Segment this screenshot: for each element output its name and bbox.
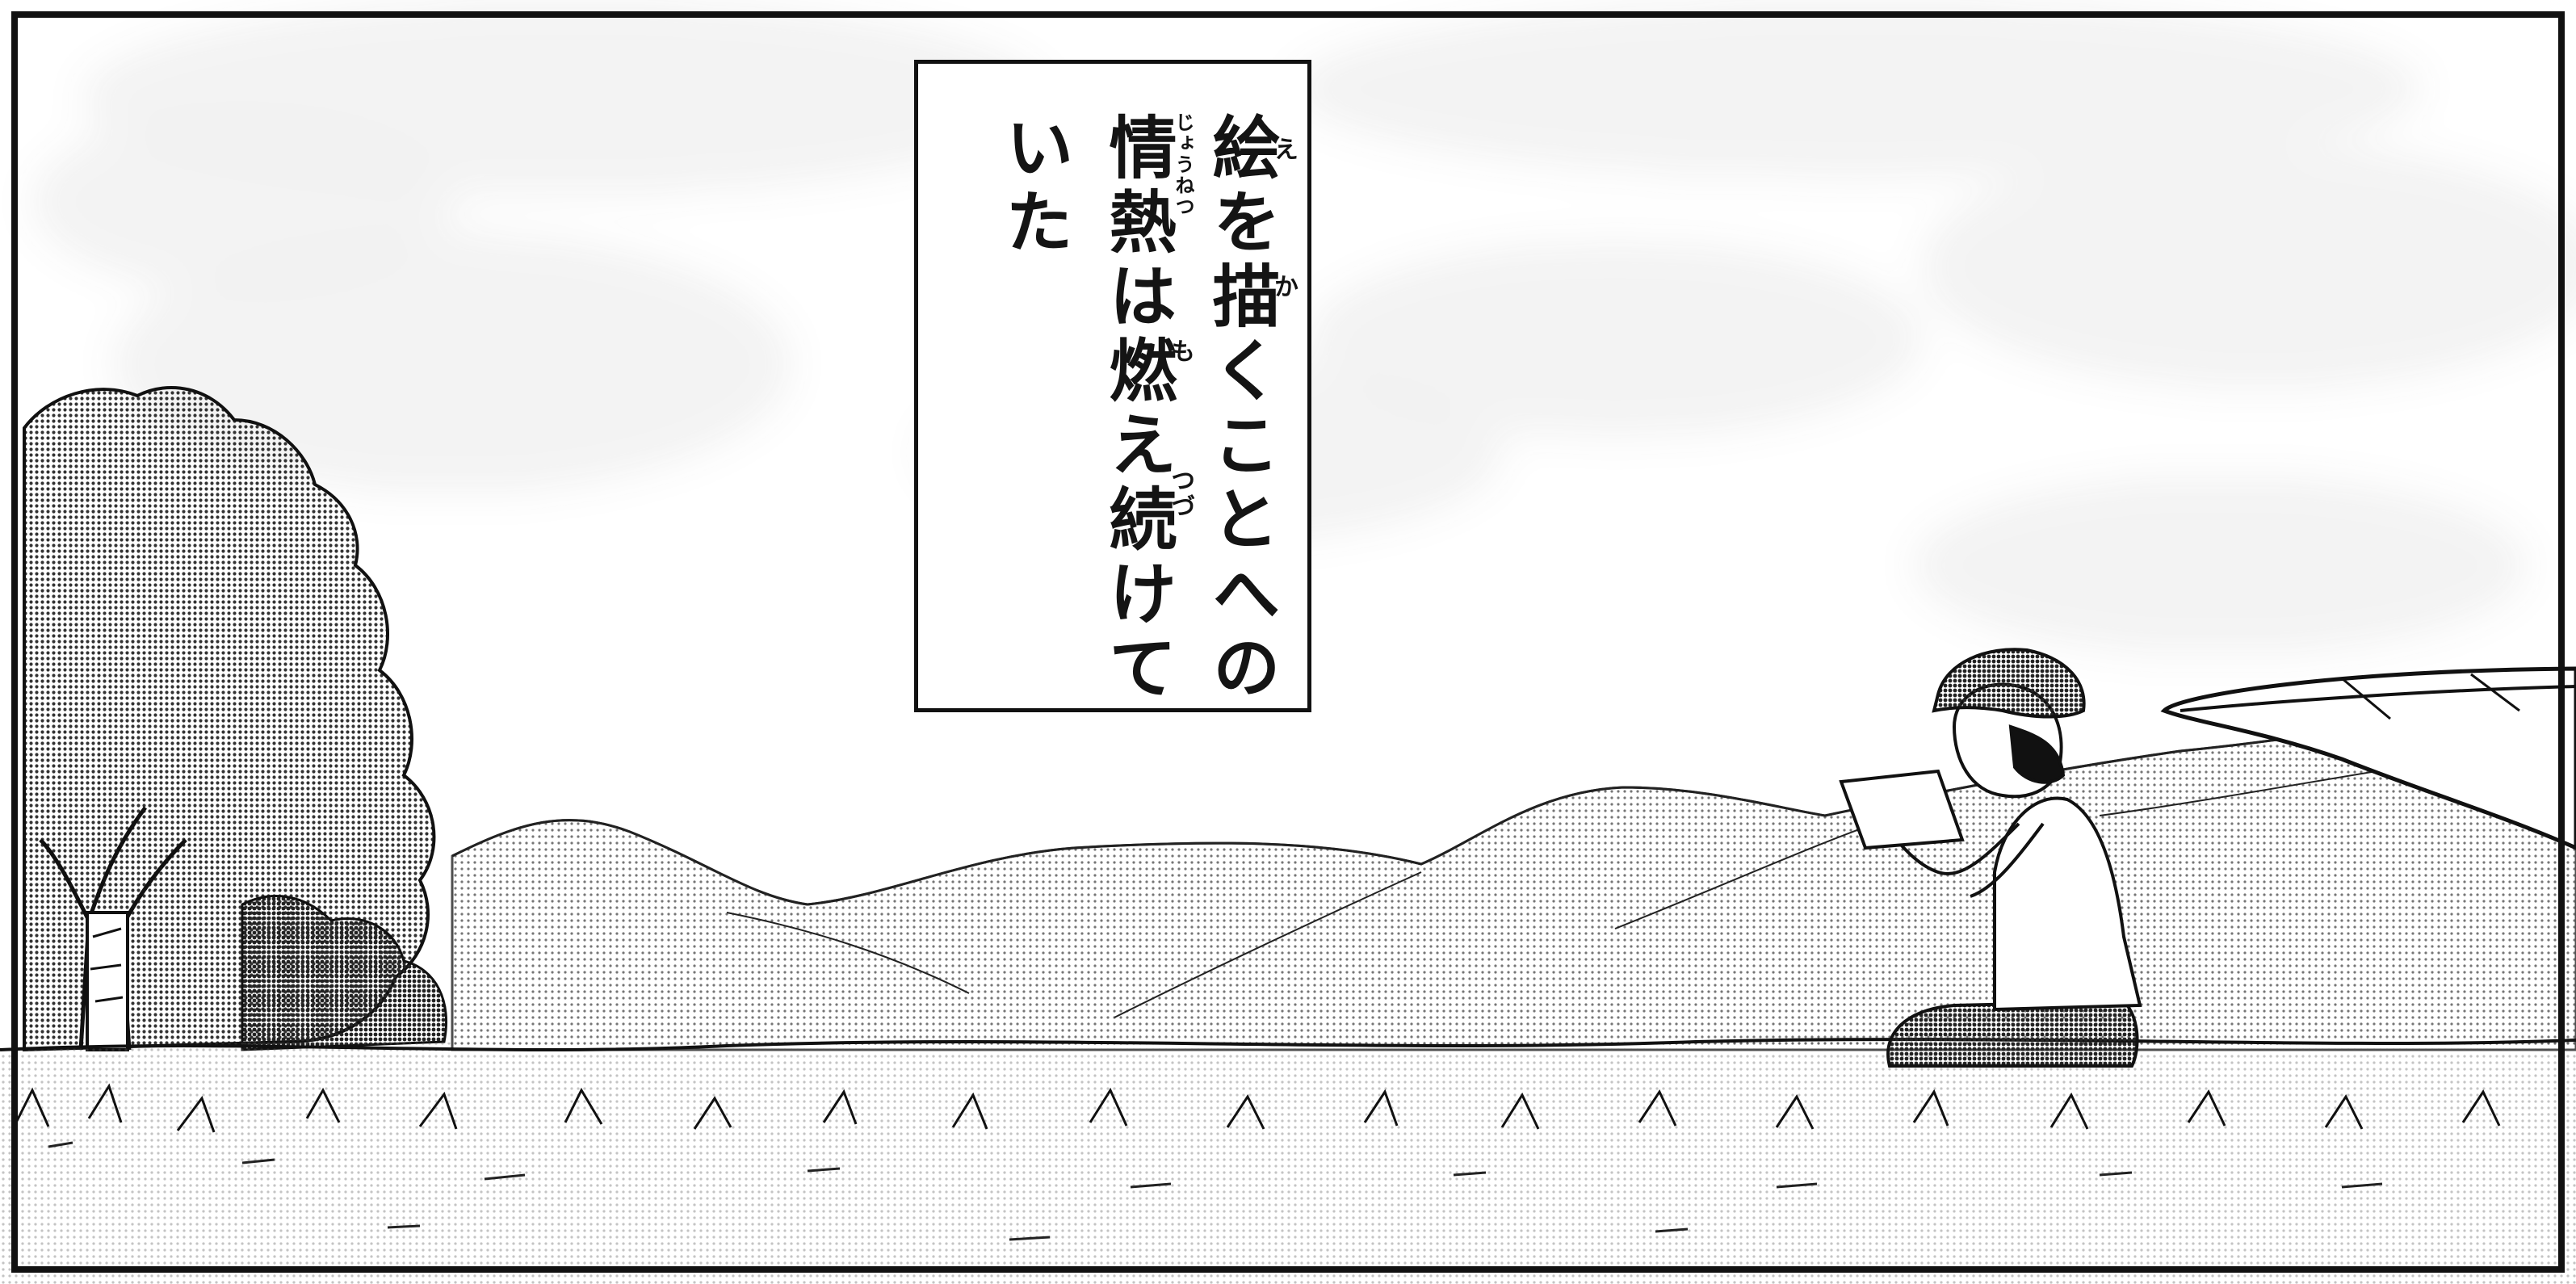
panel-border (11, 11, 2565, 1273)
grass-field (0, 1038, 2576, 1284)
furigana-ka: か (1269, 274, 1298, 300)
furigana-e: え (1269, 136, 1298, 162)
caption-line-1: 絵を描くことへの (1202, 112, 1281, 707)
narration-caption-box: 絵を描くことへの 情熱は燃え続けて いた え か じょうねつ も つづ (914, 60, 1311, 712)
furigana-jounetsu: じょうねつ (1172, 112, 1194, 217)
furigana-tsuzu: つづ (1166, 468, 1194, 519)
boy-sketching (1839, 648, 2142, 1068)
caption-line-3: いた (995, 112, 1074, 261)
wing-edge (2160, 666, 2576, 850)
caption-line-2: 情熱は燃え続けて (1098, 112, 1177, 707)
furigana-mo: も (1166, 338, 1194, 364)
tree (23, 386, 448, 1052)
